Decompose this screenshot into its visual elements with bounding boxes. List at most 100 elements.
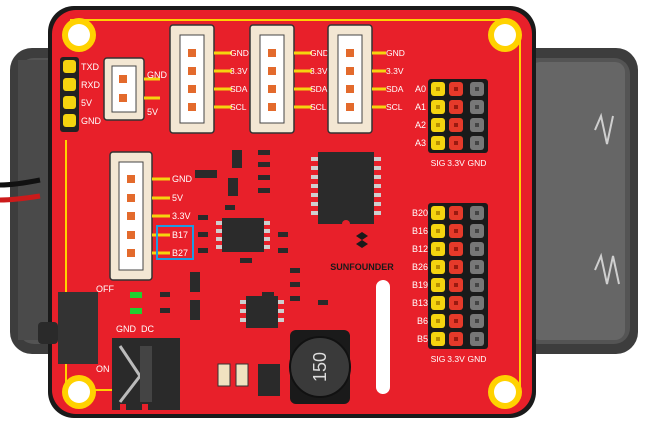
i2c2-label-sda: SDA	[310, 84, 328, 94]
i2c2-label-gnd: GND	[310, 48, 329, 58]
analog-pin-hole	[475, 123, 479, 127]
analog-label-a3: A3	[415, 138, 426, 148]
digital-pin-hole	[475, 229, 479, 233]
digital-pin-hole	[475, 319, 479, 323]
analog-footer-sig: SIG	[431, 158, 446, 168]
inductor: 150	[289, 330, 351, 404]
gpio-connector-5pin: GND 5V 3.3V B17 B27	[109, 151, 194, 281]
digital-footer-gnd: GND	[468, 354, 487, 364]
ic-chip-regulator	[240, 296, 284, 328]
i2c-connector-1: GND 3.3V SDA SCL	[169, 24, 249, 134]
mount-holes	[62, 18, 522, 409]
i2c3-label-3v3: 3.3V	[386, 66, 404, 76]
digital-label-b12: B12	[412, 244, 428, 254]
analog-pin-hole	[454, 141, 458, 145]
analog-label-a0: A0	[415, 84, 426, 94]
dc-label-gnd: GND	[116, 324, 137, 334]
power-connector-2pin: GND 5V	[103, 57, 168, 121]
ic-chip-large	[311, 152, 381, 224]
digital-label-b26: B26	[412, 262, 428, 272]
digital-pin-hole	[454, 301, 458, 305]
digital-pin-hole	[454, 337, 458, 341]
digital-pin-hole	[436, 283, 440, 287]
analog-label-a1: A1	[415, 102, 426, 112]
digital-pin-hole	[454, 265, 458, 269]
uart-label-rxd: RXD	[81, 80, 101, 90]
analog-footer-gnd: GND	[468, 158, 487, 168]
digital-pin-hole	[475, 211, 479, 215]
smd-components	[160, 150, 328, 320]
i2c1-label-sda: SDA	[230, 84, 248, 94]
i2c1-label-3v3: 3.3V	[230, 66, 248, 76]
digital-footer-sig: SIG	[431, 354, 446, 364]
digital-pin-hole	[436, 337, 440, 341]
digital-pin-hole	[475, 301, 479, 305]
digital-pin-hole	[454, 283, 458, 287]
gpio-label-b27: B27	[172, 248, 188, 258]
digital-pin-hole	[436, 229, 440, 233]
digital-pin-hole	[436, 319, 440, 323]
digital-pin-hole	[454, 229, 458, 233]
digital-label-b16: B16	[412, 226, 428, 236]
dc-label-dc: DC	[141, 324, 154, 334]
i2c3-label-scl: SCL	[386, 102, 403, 112]
analog-label-a2: A2	[415, 120, 426, 130]
digital-pin-hole	[436, 247, 440, 251]
i2c-connector-2: GND 3.3V SDA SCL	[249, 24, 329, 134]
analog-pin-hole	[436, 105, 440, 109]
analog-pin-hole	[436, 87, 440, 91]
digital-pin-hole	[475, 265, 479, 269]
gpio-label-gnd: GND	[172, 174, 193, 184]
analog-pin-hole	[436, 141, 440, 145]
analog-pin-hole	[454, 87, 458, 91]
digital-pin-hole	[454, 211, 458, 215]
dc-jack: GND DC	[112, 324, 180, 410]
analog-footer-3v3: 3.3V	[447, 158, 465, 168]
digital-pin-hole	[436, 265, 440, 269]
brand-logo: SUNFOUNDER	[330, 232, 394, 272]
analog-header: A0 A1 A2 A3 SIG 3.3V GND	[415, 79, 488, 168]
i2c2-label-scl: SCL	[310, 102, 327, 112]
gpio-label-b17: B17	[172, 230, 188, 240]
conn2-label-5v: 5V	[147, 107, 158, 117]
digital-pin-hole	[475, 337, 479, 341]
switch-off-label: OFF	[96, 284, 114, 294]
digital-header-base	[428, 203, 488, 349]
i2c1-label-gnd: GND	[230, 48, 249, 58]
highlight-box	[156, 225, 194, 260]
uart-label-txd: TXD	[81, 62, 100, 72]
ic-chip-small	[216, 218, 270, 252]
digital-pin-hole	[475, 247, 479, 251]
analog-pin-hole	[475, 105, 479, 109]
status-leds	[130, 292, 142, 314]
inductor-label: 150	[310, 352, 330, 382]
digital-footer-3v3: 3.3V	[447, 354, 465, 364]
fuses	[217, 363, 280, 396]
i2c3-label-gnd: GND	[386, 48, 405, 58]
brand-text: SUNFOUNDER	[330, 262, 394, 272]
i2c1-label-scl: SCL	[230, 102, 247, 112]
analog-pin-hole	[475, 87, 479, 91]
digital-label-b20: B20	[412, 208, 428, 218]
i2c2-label-3v3: 3.3V	[310, 66, 328, 76]
digital-pin-hole	[436, 301, 440, 305]
i2c-connector-3: GND 3.3V SDA SCL	[327, 24, 405, 134]
gpio-label-3v3: 3.3V	[172, 211, 191, 221]
uart-pin-header: TXD RXD 5V GND	[60, 57, 102, 132]
battery-wires	[0, 177, 41, 203]
conn2-label-gnd: GND	[147, 70, 168, 80]
digital-pin-hole	[436, 211, 440, 215]
digital-pin-hole	[454, 319, 458, 323]
digital-label-b5: B5	[417, 334, 428, 344]
digital-label-b19: B19	[412, 280, 428, 290]
uart-label-5v: 5V	[81, 98, 92, 108]
digital-label-b6: B6	[417, 316, 428, 326]
analog-pin-hole	[436, 123, 440, 127]
gpio-label-5v: 5V	[172, 193, 183, 203]
analog-pin-hole	[475, 141, 479, 145]
switch-on-label: ON	[96, 364, 110, 374]
slot	[376, 280, 390, 394]
digital-header: B20 B16 B12 B26 B19 B13 B6 B5 SIG 3.3V G…	[412, 203, 488, 364]
uart-label-gnd: GND	[81, 116, 102, 126]
